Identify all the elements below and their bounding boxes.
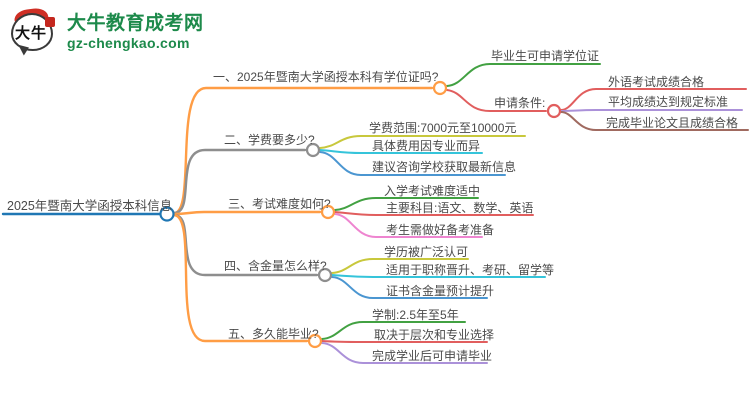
link-subtopic-1-2 <box>446 89 547 112</box>
link-subtopic-1-1 <box>446 63 601 87</box>
topic-1-label: 一、2025年暨南大学函授本科有学位证吗? <box>213 70 439 84</box>
subtopic-3-2-label: 主要科目:语文、数学、英语 <box>386 201 534 215</box>
link-subtopic-5-3 <box>321 342 488 364</box>
link-topic-1 <box>172 86 434 215</box>
link-subtopic-3-2 <box>334 211 534 216</box>
toggle-topic-2[interactable] <box>305 142 321 158</box>
subtopic-1-2-label: 申请条件: <box>494 96 546 110</box>
daniu-bull-logo-icon: 大牛 <box>10 6 58 57</box>
logo-text-block: 大牛教育成考网 gz-chengkao.com <box>67 13 204 52</box>
link-subtopic-3-3 <box>334 213 483 238</box>
subtopic-2-1-label: 学费范围:7000元至10000元 <box>369 121 517 135</box>
link-subtopic-5-2 <box>321 340 488 343</box>
subtopic-5-1-label: 学制:2.5年至5年 <box>372 308 459 322</box>
subtopic-4-2-label: 适用于职称晋升、考研、留学等 <box>386 263 555 277</box>
site-domain: gz-chengkao.com <box>67 34 190 51</box>
subtopic-5-2-label: 取决于层次和专业选择 <box>374 328 495 342</box>
subtopic-4-3-label: 证书含金量预计提升 <box>386 284 495 298</box>
link-subtopic-2-3 <box>319 151 506 176</box>
topic-5-label: 五、多久能毕业? <box>228 327 319 341</box>
link-subtopic-1-2-3 <box>560 111 749 131</box>
logo-bubble-tail <box>16 44 29 57</box>
subtopic-1-2-1-label: 外语考试成绩合格 <box>608 75 705 89</box>
link-topic-2 <box>172 148 307 215</box>
link-subtopic-4-2 <box>331 274 546 278</box>
subtopic-3-1-label: 入学考试难度适中 <box>384 184 481 198</box>
topic-2-label: 二、学费要多少? <box>224 133 315 147</box>
root-topic-label: 2025年暨南大学函授本科信息 <box>7 199 173 213</box>
toggle-root[interactable] <box>159 206 175 222</box>
logo-icon-text: 大牛 <box>14 24 47 42</box>
toggle-topic-5[interactable] <box>307 333 323 349</box>
subtopic-1-1-label: 毕业生可申请学位证 <box>491 49 600 63</box>
subtopic-1-2-3-label: 完成毕业论文且成绩合格 <box>606 116 739 130</box>
link-subtopic-1-2-2 <box>560 109 743 112</box>
subtopic-2-3-label: 建议咨询学校获取最新信息 <box>372 160 517 174</box>
link-subtopic-2-2 <box>319 149 483 154</box>
link-subtopic-5-1 <box>321 321 466 340</box>
subtopic-2-2-label: 具体费用因专业而异 <box>372 139 481 153</box>
toggle-topic-1[interactable] <box>432 80 448 96</box>
site-name: 大牛教育成考网 <box>67 12 204 34</box>
subtopic-4-1-label: 学历被广泛认可 <box>384 245 469 259</box>
subtopic-3-3-label: 考生需做好备考准备 <box>386 223 495 237</box>
toggle-topic-3[interactable] <box>320 204 336 220</box>
link-topic-3 <box>172 210 322 216</box>
toggle-subtopic-1-2[interactable] <box>546 103 562 119</box>
link-subtopic-1-2-1 <box>560 88 747 111</box>
subtopic-5-3-label: 完成学业后可申请毕业 <box>372 349 493 363</box>
toggle-topic-4[interactable] <box>317 267 333 283</box>
topic-3-label: 三、考试难度如何? <box>228 197 331 211</box>
site-logo[interactable]: 大牛 大牛教育成考网 gz-chengkao.com <box>10 6 204 57</box>
logo-red-seal <box>45 17 55 27</box>
link-subtopic-4-3 <box>331 276 488 299</box>
subtopic-1-2-2-label: 平均成绩达到规定标准 <box>608 95 729 109</box>
link-subtopic-2-1 <box>319 135 526 149</box>
link-topic-5 <box>172 213 309 343</box>
link-subtopic-4-1 <box>331 258 469 274</box>
link-subtopic-3-1 <box>334 197 479 211</box>
topic-4-label: 四、含金量怎么样? <box>224 259 327 273</box>
